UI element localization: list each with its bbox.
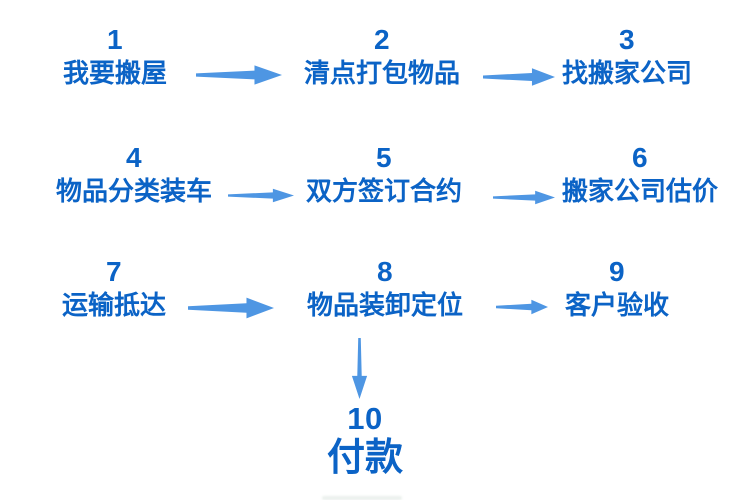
- step-10: 10 付款: [255, 402, 475, 480]
- bottom-cutoff-artifact: [322, 496, 402, 500]
- step-8-number: 8: [376, 256, 394, 287]
- step-9-number: 9: [608, 256, 626, 287]
- step-8-label: 物品装卸定位: [306, 290, 463, 320]
- step-5: 5 双方签订合约: [274, 142, 494, 205]
- step-1: 1 我要搬屋: [5, 24, 225, 87]
- step-7: 7 运输抵达: [4, 256, 224, 319]
- step-4: 4 物品分类装车: [24, 142, 244, 205]
- arrow-8-10-shape: [351, 338, 368, 399]
- step-4-number: 4: [125, 142, 143, 173]
- step-2-number: 2: [373, 24, 391, 55]
- arrow-7-8-shape: [188, 297, 274, 319]
- step-4-label: 物品分类装车: [55, 176, 212, 206]
- arrow-right-icon: [483, 66, 555, 88]
- step-5-number: 5: [375, 142, 393, 173]
- step-2-label: 清点打包物品: [303, 58, 460, 88]
- step-2: 2 清点打包物品: [272, 24, 492, 87]
- arrow-8-9-shape: [496, 299, 548, 315]
- arrow-right-icon: [196, 63, 282, 87]
- arrow-right-icon: [493, 189, 555, 206]
- step-6-label: 搬家公司估价: [561, 176, 718, 206]
- step-9: 9 客户验收: [507, 256, 727, 319]
- step-6-number: 6: [631, 142, 649, 173]
- arrow-right-icon: [496, 298, 548, 316]
- step-6: 6 搬家公司估价: [530, 142, 750, 205]
- step-3: 3 找搬家公司: [517, 24, 737, 87]
- step-1-label: 我要搬屋: [62, 58, 167, 88]
- arrow-1-2-shape: [196, 65, 282, 85]
- arrow-right-icon: [228, 187, 294, 204]
- step-7-label: 运输抵达: [61, 290, 166, 320]
- arrow-right-icon: [188, 295, 274, 321]
- step-10-number: 10: [347, 401, 383, 436]
- arrow-2-3-shape: [483, 68, 555, 86]
- step-5-label: 双方签订合约: [305, 176, 462, 206]
- step-3-label: 找搬家公司: [561, 58, 692, 88]
- arrow-5-6-shape: [493, 190, 555, 205]
- step-9-label: 客户验收: [564, 290, 669, 320]
- step-8: 8 物品装卸定位: [275, 256, 495, 319]
- step-10-label: 付款: [326, 437, 403, 479]
- step-1-number: 1: [106, 24, 124, 55]
- step-3-number: 3: [618, 24, 636, 55]
- arrow-down-icon: [350, 338, 369, 399]
- arrow-4-5-shape: [228, 188, 294, 203]
- step-7-number: 7: [105, 256, 123, 287]
